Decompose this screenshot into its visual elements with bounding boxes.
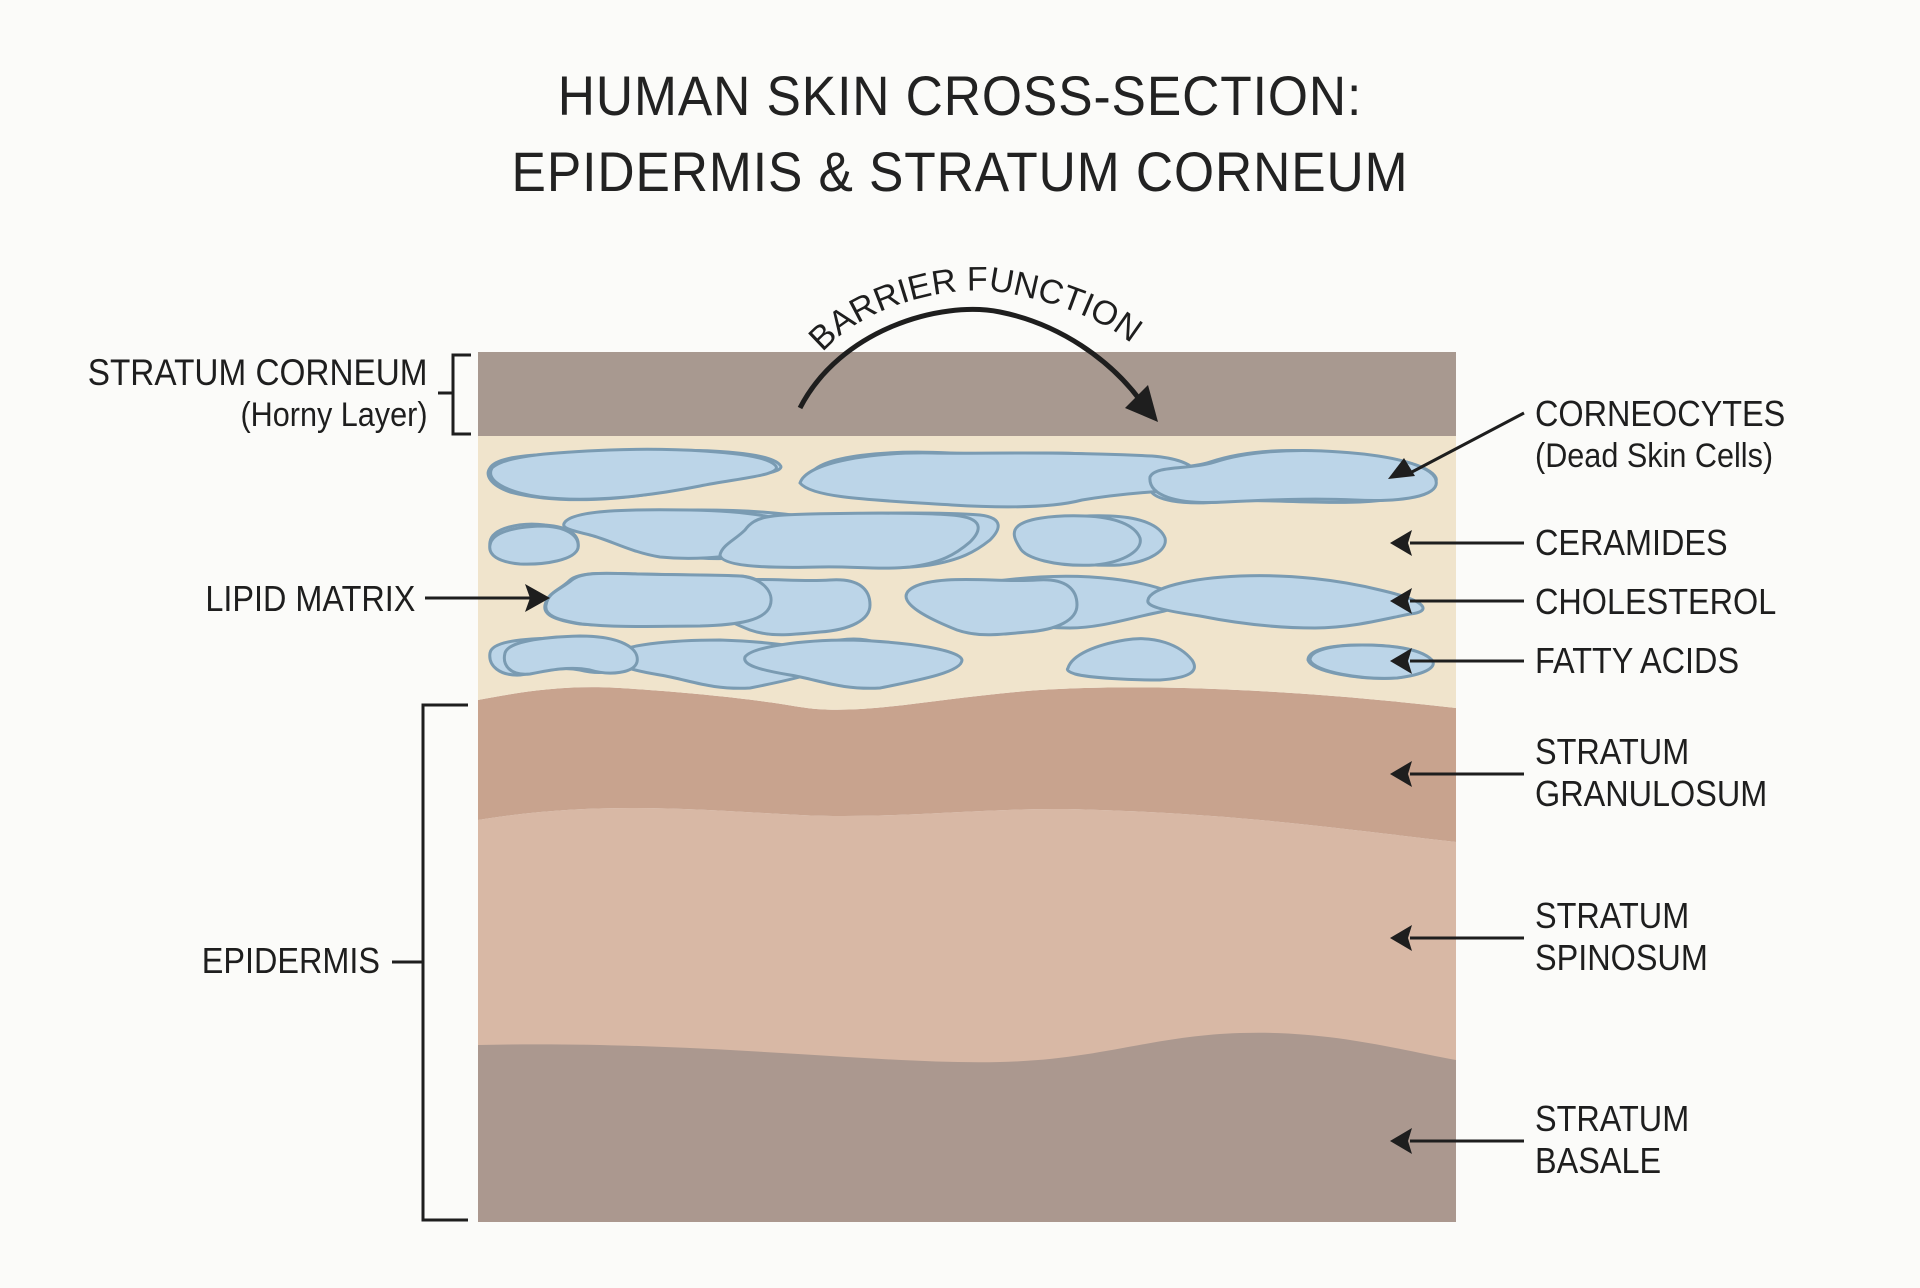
granulosum-line-1: STRATUM xyxy=(1535,731,1690,772)
title-line-1: HUMAN SKIN CROSS-SECTION: xyxy=(557,64,1363,127)
basale-arrow xyxy=(1390,1128,1524,1154)
corneocyte xyxy=(718,511,980,570)
stratum-spinosum-label: STRATUM SPINOSUM xyxy=(1535,895,1708,979)
barrier-function-arrow xyxy=(797,306,1158,422)
corneocyte xyxy=(743,638,964,690)
spinosum-line-2: SPINOSUM xyxy=(1535,937,1708,978)
title-line-2: EPIDERMIS & STRATUM CORNEUM xyxy=(511,140,1409,203)
right-arrows xyxy=(1388,411,1525,1154)
corneocytes-label: CORNEOCYTES (Dead Skin Cells) xyxy=(1535,393,1785,477)
spinosum-arrow xyxy=(1390,925,1524,951)
stratum-corneum-subtitle: (Horny Layer) xyxy=(240,396,428,434)
stratum-corneum-layer xyxy=(478,352,1456,436)
corneocytes-main xyxy=(488,447,1438,690)
spinosum-line-1: STRATUM xyxy=(1535,895,1690,936)
corneocyte xyxy=(488,524,580,566)
fatty-acids-arrow xyxy=(1390,648,1524,674)
corneocyte xyxy=(544,571,773,628)
basale-line-2: BASALE xyxy=(1535,1140,1662,1181)
corneocyte xyxy=(489,447,778,501)
ceramides-arrow xyxy=(1390,530,1524,556)
corneocyte xyxy=(1065,637,1196,682)
corneocyte xyxy=(1148,448,1438,505)
lipid-matrix-label: LIPID MATRIX xyxy=(204,578,415,619)
stratum-corneum-label: STRATUM CORNEUM (Horny Layer) xyxy=(88,352,428,436)
granulosum-line-2: GRANULOSUM xyxy=(1535,773,1768,814)
granulosum-arrow xyxy=(1390,761,1524,787)
stratum-corneum-bracket xyxy=(438,353,471,436)
corneocytes-title: CORNEOCYTES xyxy=(1535,393,1786,434)
cholesterol-arrow xyxy=(1390,588,1524,614)
corneocyte xyxy=(1146,574,1425,630)
diagram-title: HUMAN SKIN CROSS-SECTION: EPIDERMIS & ST… xyxy=(77,58,1843,210)
basale-line-1: STRATUM xyxy=(1535,1098,1690,1139)
corneocytes-subtitle: (Dead Skin Cells) xyxy=(1535,437,1774,475)
lipid-matrix-arrow xyxy=(425,584,550,612)
stratum-granulosum-layer xyxy=(478,687,1456,842)
cholesterol-label: CHOLESTEROL xyxy=(1535,581,1777,622)
corneocyte xyxy=(904,577,1079,637)
corneocyte xyxy=(502,634,639,676)
corneocyte xyxy=(1012,514,1142,567)
stratum-basale-label: STRATUM BASALE xyxy=(1535,1098,1689,1182)
stratum-granulosum-label: STRATUM GRANULOSUM xyxy=(1535,731,1767,815)
fatty-acids-label: FATTY ACIDS xyxy=(1535,640,1740,681)
ceramides-label: CERAMIDES xyxy=(1535,522,1728,563)
stratum-spinosum-layer xyxy=(478,808,1456,1063)
stratum-corneum-title: STRATUM CORNEUM xyxy=(88,352,428,393)
corneocytes-arrow xyxy=(1388,411,1525,479)
epidermis-label: EPIDERMIS xyxy=(201,940,380,981)
epidermis-bracket xyxy=(392,703,468,1222)
